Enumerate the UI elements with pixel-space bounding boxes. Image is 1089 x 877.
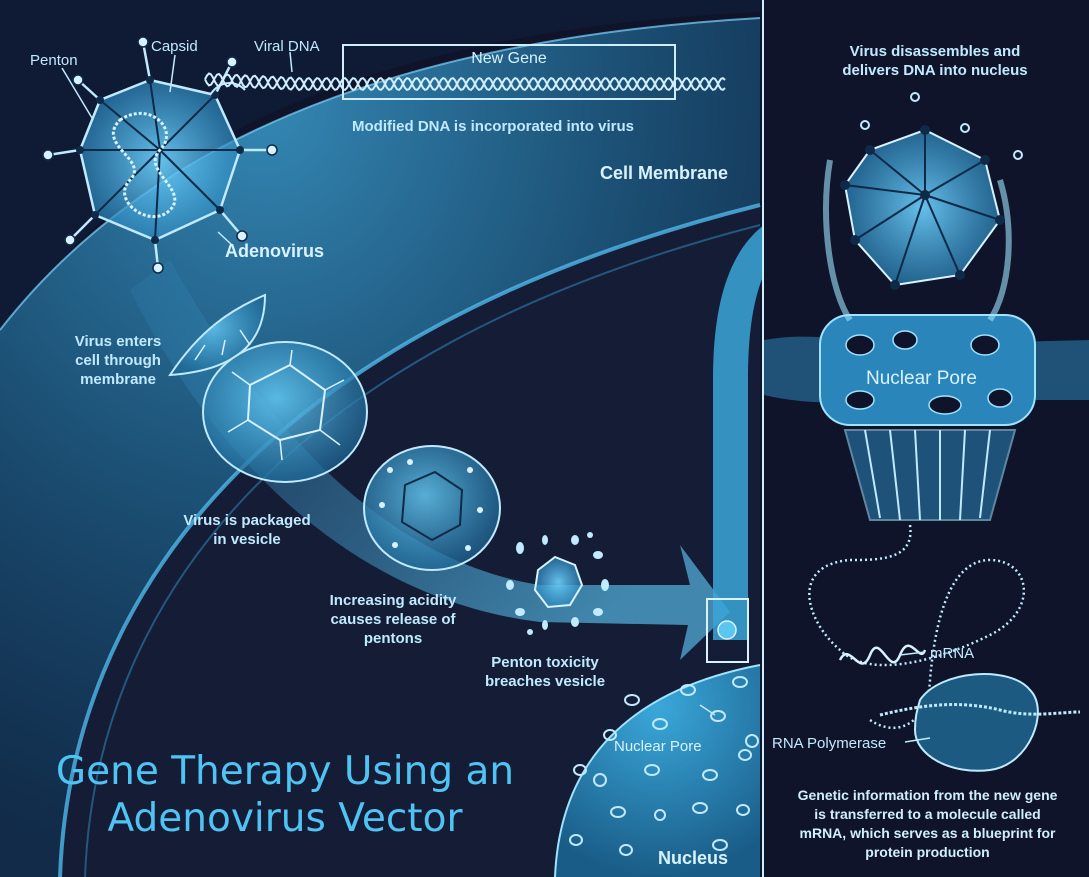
diagram-title: Gene Therapy Using an Adenovirus Vector bbox=[30, 748, 540, 842]
nuclear-pore-big-label: Nuclear Pore bbox=[866, 369, 977, 388]
viral-dna-label: Viral DNA bbox=[254, 37, 320, 56]
increasing-acidity-label: Increasing acidity causes release of pen… bbox=[313, 591, 473, 648]
penton-toxicity-label: Penton toxicity breaches vesicle bbox=[475, 653, 615, 691]
new-gene-label: New Gene bbox=[344, 50, 674, 68]
new-gene-box: New Gene bbox=[342, 44, 676, 100]
virus-disassembles-label: Virus disassembles and delivers DNA into… bbox=[825, 42, 1045, 80]
penton-label: Penton bbox=[30, 51, 78, 70]
genetic-info-caption: Genetic information from the new gene is… bbox=[770, 786, 1085, 862]
virus-packaged-label: Virus is packaged in vesicle bbox=[172, 511, 322, 549]
rna-polymerase bbox=[915, 674, 1038, 771]
mrna-label: mRNA bbox=[930, 644, 974, 663]
capsid-label: Capsid bbox=[151, 37, 198, 56]
adenovirus-label: Adenovirus bbox=[225, 242, 324, 261]
cell-membrane-label: Cell Membrane bbox=[600, 164, 728, 183]
nuclear-pore-small-label: Nuclear Pore bbox=[614, 737, 702, 756]
nucleus-label: Nucleus bbox=[658, 849, 728, 868]
rna-polymerase-label: RNA Polymerase bbox=[772, 734, 886, 753]
vesicle-acidity bbox=[364, 446, 500, 570]
vesicle-packaged bbox=[203, 342, 367, 482]
modified-dna-label: Modified DNA is incorporated into virus bbox=[352, 117, 634, 136]
virus-enters-label: Virus enters cell through membrane bbox=[58, 332, 178, 389]
